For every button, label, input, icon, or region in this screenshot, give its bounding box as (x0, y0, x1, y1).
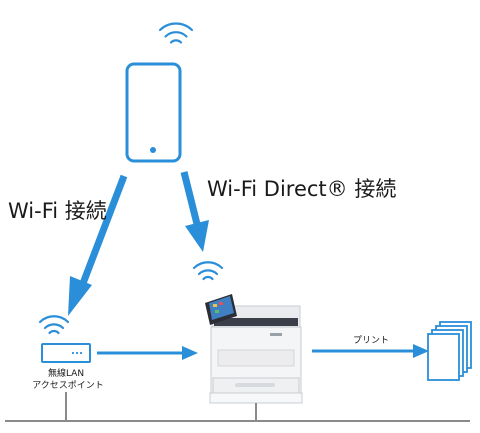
wifi-connect-label: Wi-Fi 接続 (8, 199, 107, 223)
wifi-connection-arrow (68, 174, 128, 316)
network-line (5, 392, 470, 422)
print-arrow (312, 344, 429, 358)
access-point-label-line1: 無線LAN (48, 367, 84, 379)
wifi-icon (192, 261, 224, 281)
wireless-access-point-icon (41, 343, 91, 363)
ap-to-printer-arrow (97, 346, 198, 360)
wifi-icon (158, 22, 194, 44)
printer-icon (205, 294, 303, 404)
print-label: プリント (353, 335, 389, 346)
smartphone-icon (125, 62, 182, 163)
wifi-direct-connect-label: Wi-Fi Direct® 接続 (207, 177, 396, 201)
access-point-label-line2: アクセスポイント (32, 380, 104, 391)
document-stack-icon (427, 321, 472, 381)
wifi-icon (38, 315, 70, 335)
wifi-direct-arrow (180, 171, 209, 252)
